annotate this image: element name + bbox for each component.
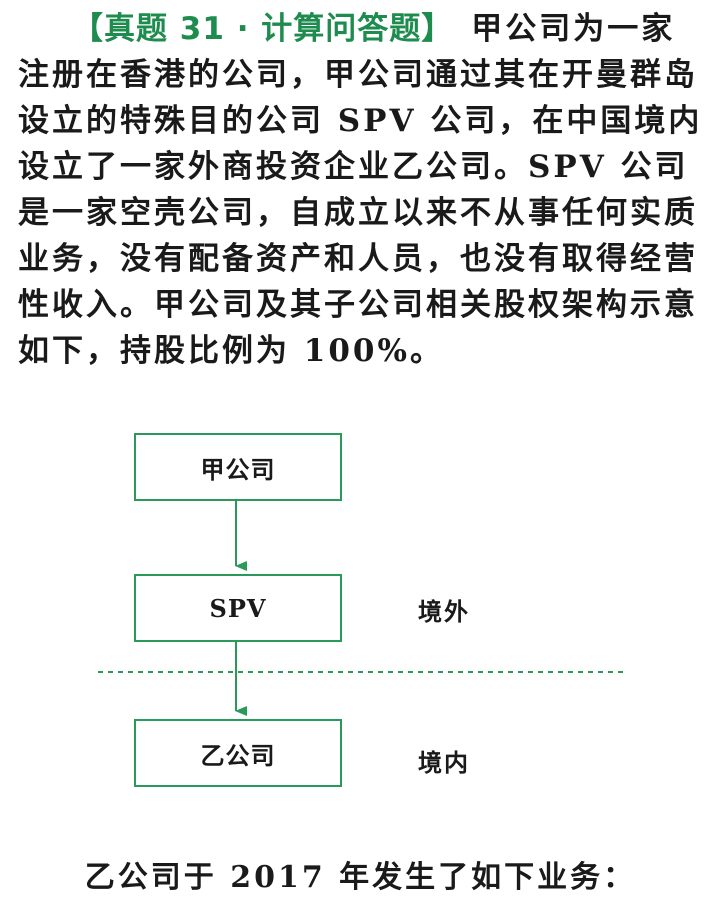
footer-text: 乙公司于 2017 年发生了如下业务： [84,860,637,895]
question-title: 【真题 31 · 计算问答题】 [72,11,454,47]
box-spv-label: SPV [209,593,267,623]
box-spv: SPV [134,574,342,642]
question-body: 甲公司为一家注册在香港的公司，甲公司通过其在开曼群岛设立的特殊目的公司 SPV … [18,11,703,369]
label-overseas: 境外 [418,597,470,626]
box-jia-label: 甲公司 [200,454,276,484]
box-yi-label: 乙公司 [200,740,276,770]
box-yi-company: 乙公司 [134,719,342,787]
question-paragraph: 【真题 31 · 计算问答题】甲公司为一家注册在香港的公司，甲公司通过其在开曼群… [18,6,708,374]
label-domestic: 境内 [418,748,470,777]
box-jia-company: 甲公司 [134,433,342,501]
